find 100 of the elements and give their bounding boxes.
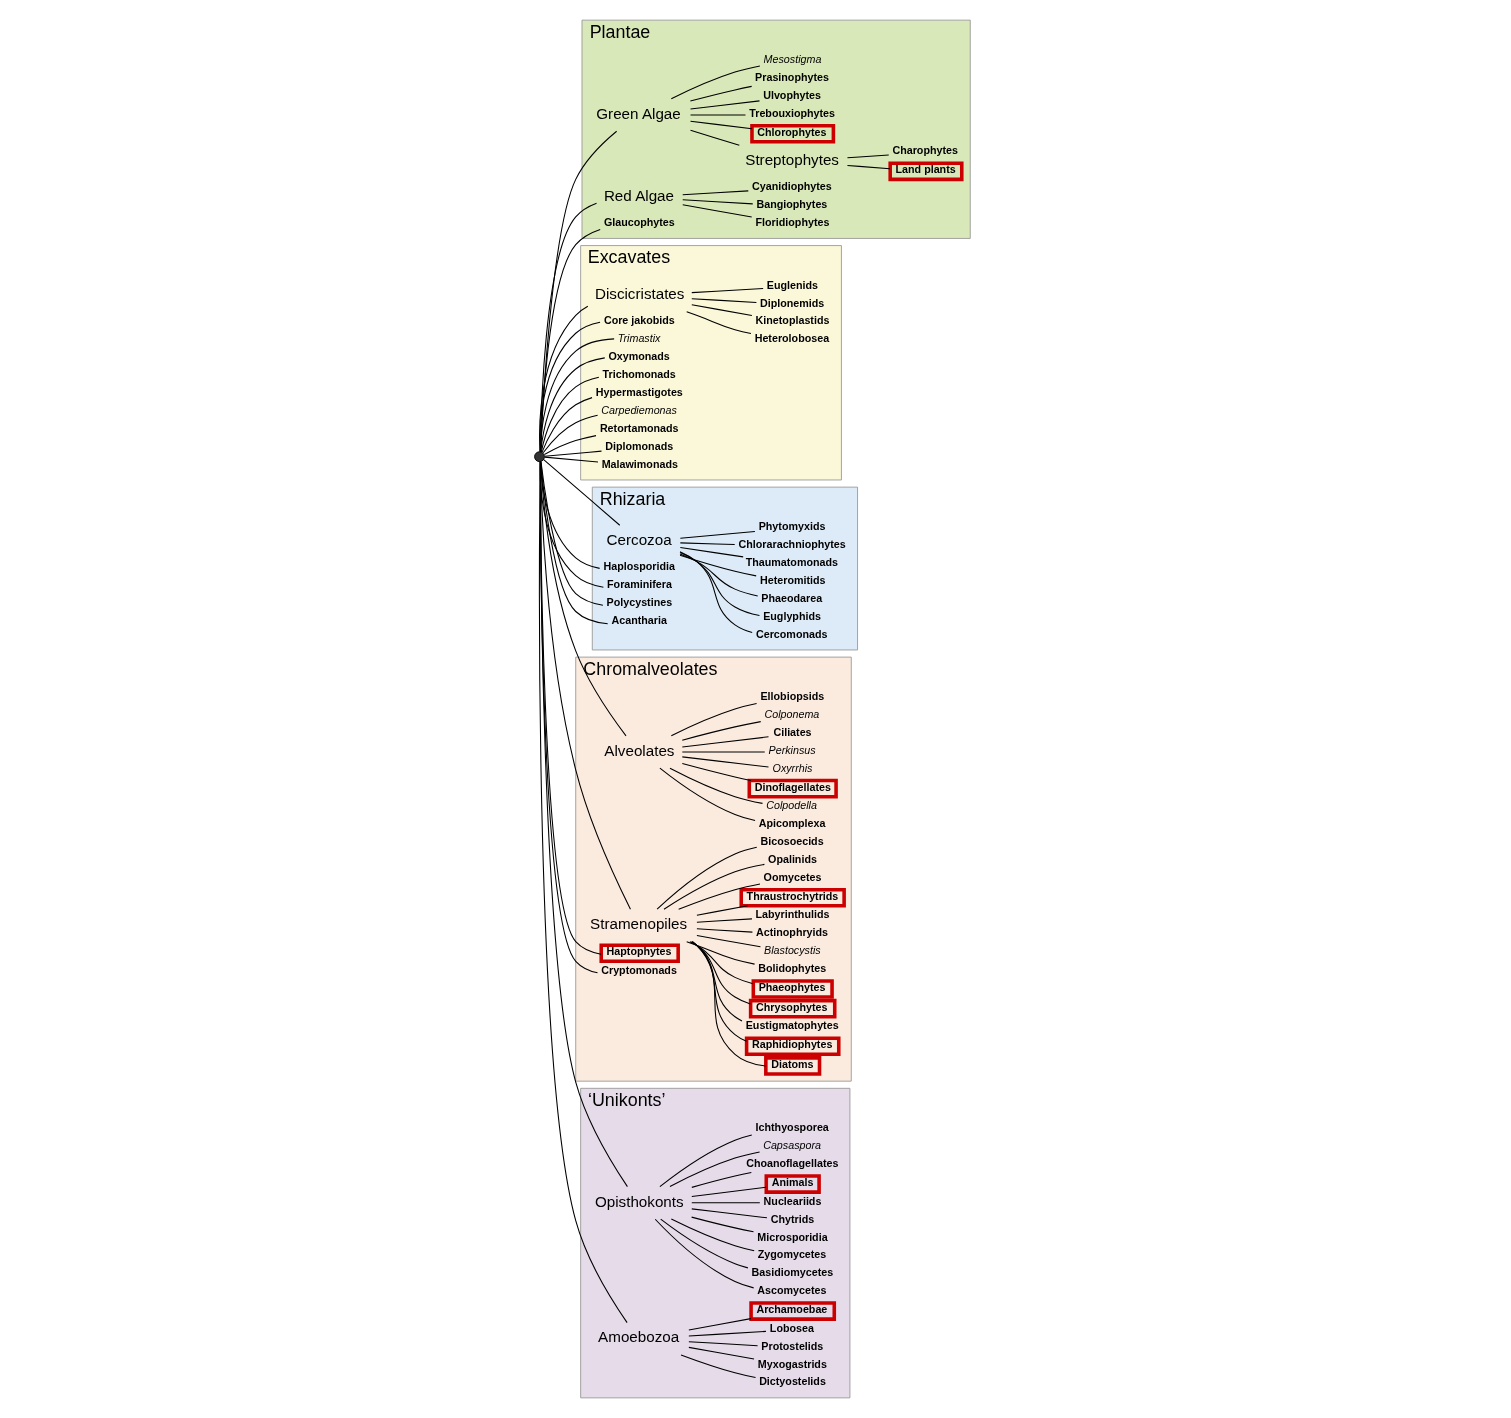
connector [690, 298, 757, 304]
connector [695, 905, 748, 916]
connector [539, 338, 615, 453]
connector [539, 229, 601, 453]
node-box: Phaeophytes [751, 979, 834, 999]
node-text: Nucleariids [763, 1194, 821, 1207]
connector [690, 941, 751, 1005]
node-text: Discicristates [594, 285, 684, 303]
node-box: Diatoms [763, 1056, 821, 1076]
connector [695, 934, 761, 948]
connector [658, 767, 756, 822]
connector [662, 863, 765, 910]
node-box: Archamoebae [748, 1301, 836, 1321]
connector [668, 1151, 760, 1188]
node-text: Dictyostelids [758, 1375, 826, 1388]
node-text: Floridiophytes [755, 215, 829, 228]
node-text: Chytrids [770, 1212, 814, 1225]
node-text: Haplosporidia [602, 560, 675, 573]
node-text: Euglyphids [762, 609, 821, 622]
connector [538, 321, 601, 453]
connector [539, 461, 631, 910]
connector [679, 554, 757, 577]
node-text: Ascomycetes [756, 1284, 826, 1297]
node-text: Trichomonads [602, 368, 676, 381]
node-text: Heterolobosea [754, 332, 829, 345]
connector [679, 547, 744, 558]
node-text: Red Algae [603, 186, 674, 204]
node-text: Choanoflagellates [745, 1157, 838, 1170]
node-text: Ichthyosporea [755, 1121, 829, 1134]
node-text: Oxymonads [607, 350, 670, 363]
node-text: Blastocystis [763, 944, 821, 957]
node-text: Oomycetes [763, 870, 821, 883]
node-text: Polycystines [606, 596, 672, 609]
connector [685, 311, 751, 335]
connector [677, 883, 761, 910]
node-text: Hypermastigotes [595, 385, 683, 398]
connector [542, 459, 620, 526]
connector [681, 204, 752, 218]
connector [681, 190, 749, 196]
connector [690, 1208, 767, 1219]
connector [542, 414, 598, 454]
node-text: Mesostigma [763, 53, 821, 66]
connector [538, 461, 628, 1324]
node-circle [533, 451, 545, 463]
node-box: Chlorophytes [749, 123, 835, 144]
node-box: Dinoflagellates [747, 778, 838, 799]
node-text: Microsporidia [756, 1230, 828, 1243]
node-text: Eustigmatophytes [745, 1019, 839, 1032]
connector [681, 199, 753, 205]
node-text: Heteromitids [759, 573, 826, 586]
connector [681, 721, 761, 741]
node-text: Malawimonads [601, 457, 678, 470]
node-text: Chlorarachniophytes [738, 538, 846, 551]
connector [540, 397, 593, 453]
node-text: Basidiomycetes [751, 1266, 833, 1279]
node-text: Bangiophytes [755, 198, 827, 211]
node-box: Land plants [887, 161, 964, 182]
connector [690, 1202, 760, 1204]
connector [539, 461, 628, 1188]
connector [690, 287, 764, 294]
node-text: Bicosoecids [759, 835, 824, 848]
connector [539, 357, 605, 453]
connector [670, 65, 760, 100]
node-text: Opalinids [767, 852, 817, 865]
connector [679, 531, 755, 539]
connector [691, 941, 766, 1067]
connector [679, 542, 735, 546]
connector [690, 1171, 752, 1188]
node-text: Cercozoa [606, 531, 672, 549]
connector [846, 154, 889, 159]
connector [540, 376, 599, 453]
node-text: Thaumatomonads [745, 555, 838, 568]
node-text: Retortamonads [599, 421, 679, 434]
node-text: Ulvophytes [762, 88, 821, 101]
node-text: Acantharia [611, 614, 667, 627]
connector [689, 129, 740, 146]
node-text: Lobosea [769, 1321, 814, 1334]
node-text: Cercomonads [755, 627, 827, 640]
node-box: Chrysophytes [748, 998, 836, 1019]
node-text: Oxyrrhis [772, 761, 812, 774]
node-text: Ellobiopsids [759, 690, 824, 703]
node-text: Myxogastrids [757, 1357, 827, 1370]
node-text: Euglenids [766, 278, 818, 291]
connector [846, 165, 890, 170]
connector [687, 1346, 755, 1360]
connector [681, 736, 769, 748]
node-text: Capsaspora [762, 1139, 821, 1152]
connector [679, 551, 753, 634]
node-text: Stramenopiles [589, 915, 687, 933]
connector [688, 941, 754, 985]
connector [687, 1330, 766, 1337]
node-text: Prasinophytes [754, 71, 829, 84]
connector [690, 304, 752, 316]
connector [539, 461, 627, 737]
node-text: Diplomonads [604, 439, 673, 452]
node-text: Trimastix [617, 332, 660, 345]
node-text: Bolidophytes [757, 962, 826, 975]
connector [690, 1216, 754, 1233]
connector [668, 767, 763, 804]
connector [654, 1218, 754, 1289]
